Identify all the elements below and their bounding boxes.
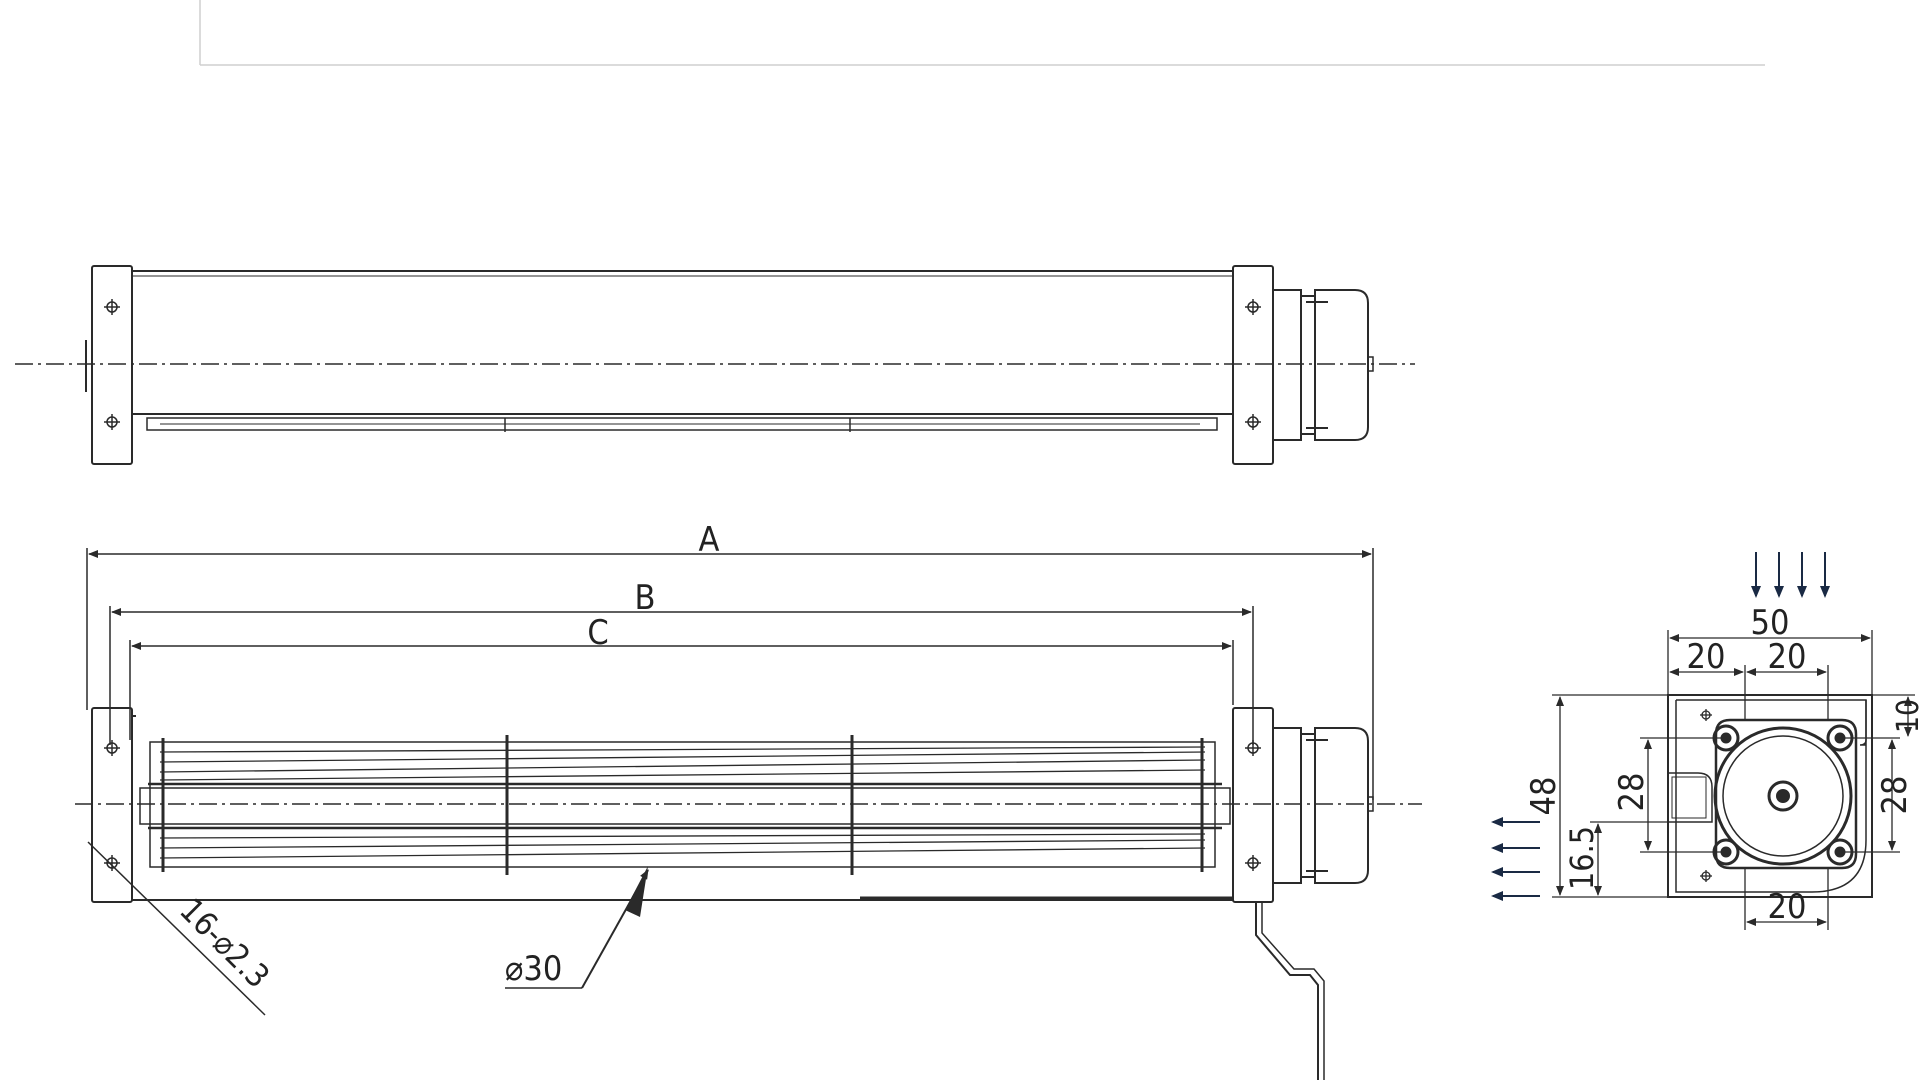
header-frame: [199, 0, 1765, 66]
impeller-blades: [159, 746, 1206, 859]
airflow-out-arrows: [1491, 817, 1540, 901]
diameter-label: ⌀30: [505, 949, 562, 989]
impeller: [149, 741, 1216, 868]
top-view: [15, 265, 1415, 465]
side-dimensions: [1552, 630, 1915, 930]
side-inner-right-label: 28: [1875, 776, 1915, 815]
top-mounting-holes: [104, 299, 1261, 430]
holes-leader: [87, 841, 266, 1016]
front-dimensions: [86, 548, 1374, 1016]
lead-wire: [1255, 902, 1319, 1080]
side-hole-spacing-bottom-label: 20: [1768, 887, 1807, 927]
side-width-label: 50: [1751, 603, 1790, 643]
dim-label-a: A: [699, 520, 720, 560]
support-rings: [161, 735, 1204, 875]
shaft: [1767, 780, 1799, 812]
diameter-arrowhead: [625, 866, 648, 917]
side-height-label: 48: [1524, 777, 1564, 816]
side-hole-spacing-right-label: 20: [1768, 637, 1807, 677]
side-top-offset-label: 10: [1891, 699, 1922, 733]
front-mounting-holes: [104, 740, 1261, 871]
dim-label-c: C: [587, 613, 608, 653]
motor-body: [1713, 726, 1853, 866]
side-inner-left-label: 28: [1612, 773, 1652, 812]
top-left-end-plate: [91, 265, 133, 465]
side-hole-spacing-left-label: 20: [1687, 637, 1726, 677]
mounting-holes-label: 16-⌀2.3: [172, 891, 277, 996]
front-left-end-plate: [91, 707, 133, 903]
side-outlet-height-label: 16.5: [1563, 826, 1601, 890]
motor-flange: [1714, 718, 1858, 870]
dim-label-b: B: [635, 578, 656, 618]
front-view: [75, 707, 1422, 1080]
side-view: [1667, 694, 1873, 898]
top-right-end-plate: [1232, 265, 1274, 465]
side-housing: [1667, 694, 1873, 898]
airflow-in-arrows: [1751, 552, 1830, 598]
